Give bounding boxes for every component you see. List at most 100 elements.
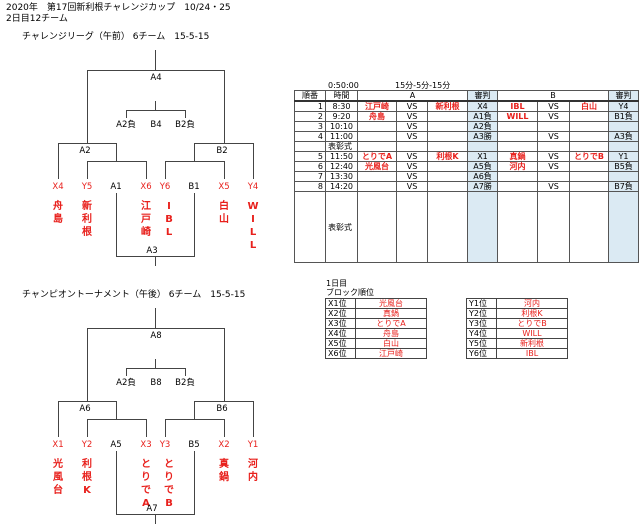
bottom-match-label: A3 xyxy=(146,246,158,256)
right-inner-right-line xyxy=(224,419,225,437)
ranking-row: Y1位河内 xyxy=(466,298,568,309)
slot-code-y5: Y5 xyxy=(81,182,93,192)
mid-right-label: B2負 xyxy=(175,120,195,130)
slot-code-y3: Y3 xyxy=(159,440,171,450)
left-outer-line xyxy=(58,401,59,437)
right-node-label: B2 xyxy=(216,146,228,156)
cell-b2 xyxy=(569,161,609,172)
rank-team: IBL xyxy=(496,348,568,359)
left-inner-right-line xyxy=(146,419,147,437)
ranking-row: X3位とりでA xyxy=(325,318,427,329)
rank-team: 白山 xyxy=(355,338,427,349)
top-left-drop-line xyxy=(87,328,88,401)
header-ref-b: 審判 xyxy=(608,90,639,102)
bottom-match-label: A7 xyxy=(146,504,158,514)
cell-refa: X1 xyxy=(467,151,498,162)
slot-code-x2: X2 xyxy=(218,440,230,450)
cell-a2 xyxy=(427,161,468,172)
cell-vsb xyxy=(537,171,570,182)
top-stem-line xyxy=(155,308,156,328)
ranking-row: Y3位とりでB xyxy=(466,318,568,329)
ranking-row: Y5位新利根 xyxy=(466,338,568,349)
ranking-row: X5位白山 xyxy=(325,338,427,349)
rank-position: Y2位 xyxy=(466,308,497,319)
cell-refa: A1負 xyxy=(467,111,498,122)
cell-time: 10:10 xyxy=(325,121,358,132)
team-name: 新利根 xyxy=(82,201,92,238)
cell-vsb: VS xyxy=(537,161,570,172)
slot-code-x1: X1 xyxy=(52,440,64,450)
cell-vsa: VS xyxy=(396,151,428,162)
mid-bar-line xyxy=(126,110,186,111)
rank-team: とりでB xyxy=(496,318,568,329)
cell-refa: A5負 xyxy=(467,161,498,172)
cell-a1 xyxy=(357,121,397,132)
cell-b2 xyxy=(569,131,609,142)
right-inner-left-line xyxy=(165,161,166,179)
right-inner-right-line xyxy=(224,161,225,179)
cell-a2 xyxy=(427,121,468,132)
slot-code-b1: B1 xyxy=(188,182,200,192)
bottom-stem-line xyxy=(155,256,156,266)
final-match-label: A4 xyxy=(150,73,162,83)
cell-no xyxy=(294,141,326,152)
slot-code-y6: Y6 xyxy=(159,182,171,192)
cell-no: 8 xyxy=(294,181,326,192)
slot-code-b5: B5 xyxy=(188,440,200,450)
cell-a1 xyxy=(357,141,397,152)
top-left-drop-line xyxy=(87,70,88,143)
right-bar-line xyxy=(194,143,254,144)
cell-vsb xyxy=(537,141,570,152)
right-outer-line xyxy=(253,143,254,179)
rank-team: 光風台 xyxy=(355,298,427,309)
rank-position: X6位 xyxy=(325,348,356,359)
left-outer-line xyxy=(58,143,59,179)
cell-a1 xyxy=(357,181,397,192)
slot-code-x6: X6 xyxy=(140,182,152,192)
cell-time: 13:30 xyxy=(325,171,358,182)
mid-left-label: A2負 xyxy=(116,120,136,130)
schedule-format: 15分-5分-15分 xyxy=(395,81,451,90)
ceremony-row: 表彰式 xyxy=(294,191,639,263)
cell-refa: A2負 xyxy=(467,121,498,132)
top-stem-line xyxy=(155,50,156,70)
rank-team: 真鍋 xyxy=(355,308,427,319)
rank-position: X2位 xyxy=(325,308,356,319)
cell-no: 3 xyxy=(294,121,326,132)
ranking-row: X4位舟島 xyxy=(325,328,427,339)
right-outer-line xyxy=(253,401,254,437)
right-inner-left-line xyxy=(165,419,166,437)
mid-right-line xyxy=(185,368,186,376)
cell-refa: A6負 xyxy=(467,171,498,182)
ranking-title: ブロック順位 xyxy=(326,288,374,297)
cell-refa: X4 xyxy=(467,100,498,112)
cell-vsb: VS xyxy=(537,111,570,122)
rank-position: Y4位 xyxy=(466,328,497,339)
cell-refb: Y1 xyxy=(608,151,639,162)
cell-b1 xyxy=(497,171,538,182)
ceremony-cell xyxy=(569,191,609,263)
document-subtitle: 2日目12チーム xyxy=(6,14,68,24)
rank-position: X1位 xyxy=(325,298,356,309)
team-name: 光風台 xyxy=(53,459,63,496)
mid-left-line xyxy=(126,110,127,118)
rank-position: X5位 xyxy=(325,338,356,349)
cell-vsb xyxy=(537,121,570,132)
rank-position: X4位 xyxy=(325,328,356,339)
cell-a1: 江戸崎 xyxy=(357,100,397,112)
cell-no: 6 xyxy=(294,161,326,172)
cell-vsa: VS xyxy=(396,171,428,182)
left-inner-line xyxy=(116,401,117,419)
cell-time: 12:40 xyxy=(325,161,358,172)
ceremony-label: 表彰式 xyxy=(325,191,358,263)
left-inner-left-line xyxy=(87,161,88,179)
